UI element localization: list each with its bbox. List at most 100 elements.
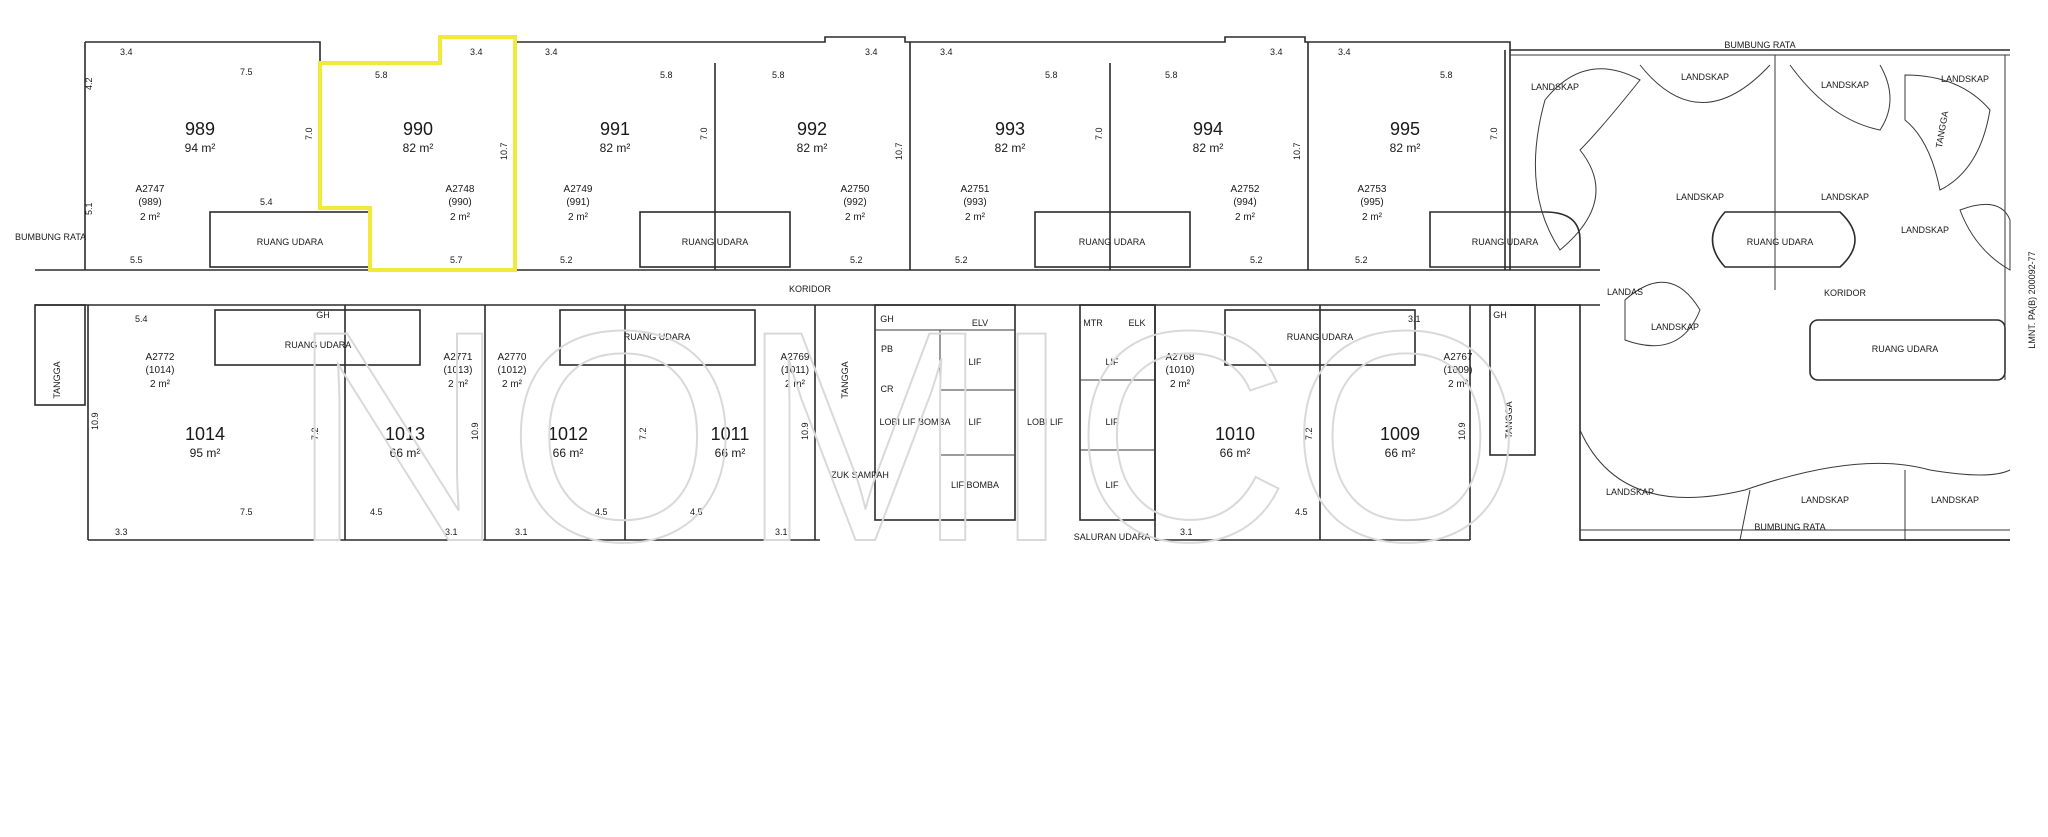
meter-room-label: MTR — [1083, 318, 1103, 328]
air-wells — [209, 211, 2006, 381]
landscape-label: LANDSKAP — [1901, 225, 1949, 235]
unit-area: 66 m² — [715, 446, 746, 460]
air-duct-label: SALURAN UDARA — [1074, 532, 1151, 542]
lift-label: LIF — [1105, 417, 1119, 427]
acc-area: 2 m² — [1235, 212, 1256, 223]
lower-accessory-labels: A2772 (1014) 2 m² A2771 (1013) 2 m² A277… — [146, 352, 1473, 390]
unit-number[interactable]: 992 — [797, 119, 827, 139]
lift-label: LIF — [968, 357, 982, 367]
acc-area: 2 m² — [150, 379, 171, 390]
dimension: 10.9 — [90, 412, 100, 430]
dimension: 7.2 — [638, 427, 648, 440]
elevator-label: ELV — [972, 318, 988, 328]
acc-ref: (1010) — [1166, 365, 1195, 376]
unit-number[interactable]: 1013 — [385, 424, 425, 444]
lift-label: LIF — [1105, 357, 1119, 367]
air-well-label: RUANG UDARA — [1287, 332, 1354, 342]
unit-number[interactable]: 1009 — [1380, 424, 1420, 444]
unit-area: 82 m² — [600, 141, 631, 155]
upper-accessory-labels: A2747 (989) 2 m² A2748 (990) 2 m² A2749 … — [136, 184, 1387, 223]
highlighted-unit-outline[interactable] — [318, 35, 517, 272]
corridor-label: KORIDOR — [789, 284, 832, 294]
unit-number[interactable]: 993 — [995, 119, 1025, 139]
dimension: 5.4 — [260, 197, 273, 207]
unit-number[interactable]: 1012 — [548, 424, 588, 444]
acc-id: A2751 — [961, 184, 990, 195]
stair-label: TANGGA — [1934, 110, 1950, 149]
landscape-label: LANDSKAP — [1531, 82, 1579, 92]
landing-label: LANDAS — [1607, 287, 1643, 297]
acc-area: 2 m² — [965, 212, 986, 223]
dimension: 4.5 — [1295, 507, 1308, 517]
lift-lobby-label: LOBI LIF — [1027, 417, 1064, 427]
unit-number[interactable]: 991 — [600, 119, 630, 139]
acc-ref: (993) — [963, 197, 986, 208]
unit-number[interactable]: 990 — [403, 119, 433, 139]
acc-area: 2 m² — [845, 212, 866, 223]
upper-unit-labels: 989 94 m² 990 82 m² 991 82 m² 992 82 m² … — [185, 119, 1421, 155]
unit-number[interactable]: 1011 — [711, 424, 750, 444]
acc-id: A2749 — [564, 184, 593, 195]
dimension: 7.0 — [304, 127, 314, 140]
dimension: 4.5 — [370, 507, 383, 517]
dimension: 3.1 — [1408, 314, 1421, 324]
acc-id: A2768 — [1166, 352, 1195, 363]
acc-id: A2767 — [1444, 352, 1473, 363]
pb-label: PB — [881, 344, 893, 354]
acc-ref: (1013) — [444, 365, 473, 376]
dimension: 5.8 — [772, 70, 785, 80]
air-well-label: RUANG UDARA — [624, 332, 691, 342]
dimension: 7.5 — [240, 67, 253, 77]
unit-number[interactable]: 1010 — [1215, 424, 1255, 444]
stair-label: TANGGA — [52, 361, 62, 398]
dimension: 10.7 — [1292, 142, 1302, 160]
dimension: 5.7 — [450, 255, 463, 265]
flat-roof-label: BUMBUNG RATA — [1754, 522, 1825, 532]
landscape-label: LANDSKAP — [1606, 487, 1654, 497]
gh-label: GH — [1493, 310, 1507, 320]
reference-code: LMNT. PA(B) 200092-77 — [2027, 251, 2037, 348]
unit-number[interactable]: 1014 — [185, 424, 225, 444]
dimension: 7.0 — [1489, 127, 1499, 140]
dimension: 5.2 — [850, 255, 863, 265]
dimension: 7.0 — [1094, 127, 1104, 140]
lower-unit-labels: 1014 95 m² 1013 66 m² 1012 66 m² 1011 66… — [185, 424, 1420, 460]
dimension: 3.4 — [120, 47, 133, 57]
unit-number[interactable]: 995 — [1390, 119, 1420, 139]
dimension: 5.8 — [660, 70, 673, 80]
acc-area: 2 m² — [1448, 379, 1469, 390]
dimension: 3.4 — [865, 47, 878, 57]
air-well-label: RUANG UDARA — [1079, 237, 1146, 247]
air-well-label: RUANG UDARA — [257, 237, 324, 247]
landscape-label: LANDSKAP — [1676, 192, 1724, 202]
dimension: 3.4 — [470, 47, 483, 57]
air-well-label: RUANG UDARA — [682, 237, 749, 247]
dimension: 10.9 — [1457, 422, 1467, 440]
dimension: 10.7 — [499, 142, 509, 160]
dimension: 5.2 — [1355, 255, 1368, 265]
landscape-label: LANDSKAP — [1821, 80, 1869, 90]
acc-id: A2753 — [1358, 184, 1387, 195]
stair-label: TANGGA — [1504, 401, 1514, 438]
unit-number[interactable]: 994 — [1193, 119, 1223, 139]
electrical-room-label: ELK — [1128, 318, 1145, 328]
acc-area: 2 m² — [448, 379, 469, 390]
dimension: 5.4 — [135, 314, 148, 324]
unit-number[interactable]: 989 — [185, 119, 215, 139]
acc-ref: (995) — [1360, 197, 1383, 208]
gh-label: GH — [316, 310, 330, 320]
lift-label: LIF — [968, 417, 982, 427]
gh-label: GH — [880, 314, 894, 324]
dimension: 4.5 — [595, 507, 608, 517]
unit-area: 82 m² — [403, 141, 434, 155]
acc-id: A2752 — [1231, 184, 1260, 195]
unit-area: 82 m² — [1193, 141, 1224, 155]
stair-label: TANGGA — [840, 361, 850, 398]
unit-area: 66 m² — [1220, 446, 1251, 460]
acc-ref: (992) — [843, 197, 866, 208]
acc-ref: (991) — [566, 197, 589, 208]
acc-area: 2 m² — [140, 212, 161, 223]
unit-area: 82 m² — [1390, 141, 1421, 155]
landscape-label: LANDSKAP — [1651, 322, 1699, 332]
